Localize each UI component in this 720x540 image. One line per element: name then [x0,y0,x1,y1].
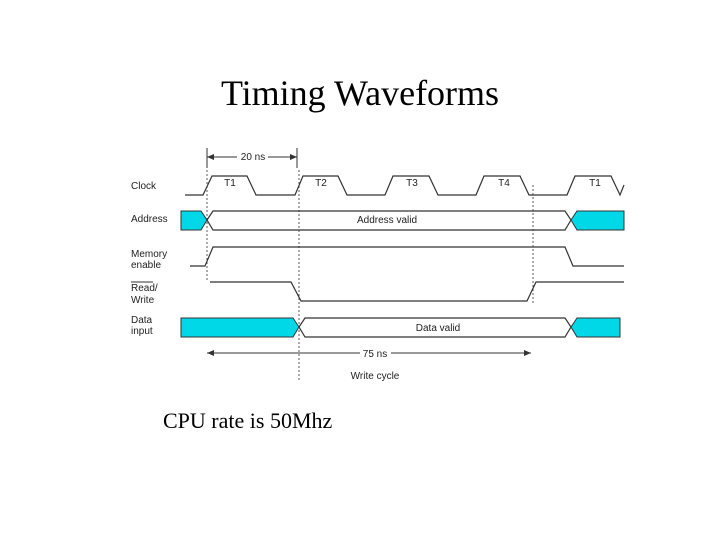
period-dimension: 20 ns [206,148,298,168]
period-label: 20 ns [241,152,265,163]
period-arrow-right [290,154,297,160]
cycle-label-t1: T1 [224,178,236,189]
signal-label-memory-enable-2: enable [131,260,161,271]
cycle-time-dimension: 75 ns Write cycle [207,349,531,382]
period-arrow-left [207,154,214,160]
cycle-arrow-left [207,350,214,356]
slide-title: Timing Waveforms [220,73,500,113]
address-bus-invalid-right [570,210,625,231]
address-bus-label: Address valid [357,215,417,226]
cycle-label-t3: T3 [406,178,418,189]
cycle-name-label: Write cycle [351,371,400,382]
signal-label-read-write-1: Read/ [131,283,158,294]
signal-label-memory-enable-1: Memory [131,249,167,260]
data-bus-label: Data valid [416,323,460,334]
address-bus-invalid-left [180,210,208,231]
data-bus-invalid-left [180,317,300,338]
signal-label-data-input-2: input [131,326,153,337]
signal-label-clock: Clock [131,181,157,192]
read-write-waveform [210,281,624,302]
cycle-arrow-right [524,350,531,356]
signal-label-read-write-2: Write [131,295,155,306]
signal-label-address: Address [131,214,168,225]
cycle-label-t2: T2 [315,178,327,189]
memory-enable-waveform [190,246,624,267]
signal-label-data-input-1: Data [131,315,153,326]
cpu-rate-caption: CPU rate is 50Mhz [163,408,333,433]
cycle-label-t4: T4 [498,178,510,189]
cycle-time-label: 75 ns [363,349,387,360]
data-bus-invalid-right [570,317,621,338]
cycle-label-t1-next: T1 [589,178,601,189]
clock-waveform [185,175,625,197]
